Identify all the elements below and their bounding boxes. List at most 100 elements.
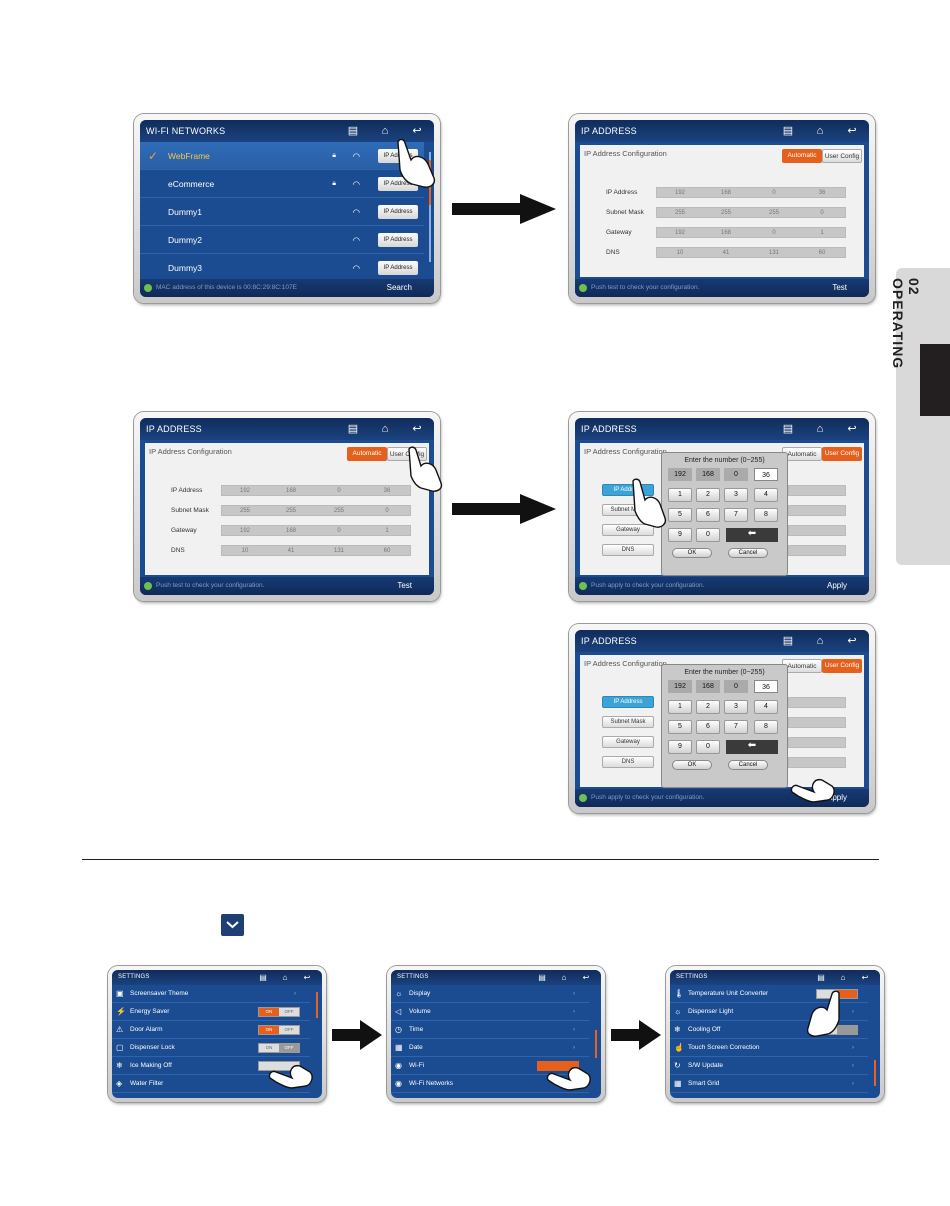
settings-row[interactable]: ☼Display›: [391, 985, 589, 1003]
network-row[interactable]: ✓ WebFrame 🔒︎ ◠ IP Address: [140, 142, 424, 170]
home-icon[interactable]: ⌂: [816, 635, 824, 647]
octet-value[interactable]: 168: [696, 468, 720, 481]
dns-button[interactable]: DNS: [602, 544, 654, 556]
memo-icon[interactable]: ▤: [782, 423, 794, 435]
ip-address-button[interactable]: IP Address: [378, 233, 418, 247]
subnet-mask-field[interactable]: [788, 505, 846, 516]
settings-row[interactable]: ☝Touch Screen Correction›: [670, 1039, 868, 1057]
settings-row[interactable]: ◁Volume›: [391, 1003, 589, 1021]
settings-row[interactable]: ▦Date›: [391, 1039, 589, 1057]
octet-value[interactable]: 192: [668, 680, 692, 693]
back-icon[interactable]: ↩: [847, 423, 857, 435]
settings-row[interactable]: ◷Time›: [391, 1021, 589, 1039]
key-2[interactable]: 2: [696, 488, 720, 502]
key-8[interactable]: 8: [754, 508, 778, 522]
back-icon[interactable]: ↩: [861, 973, 869, 982]
apply-button[interactable]: Apply: [826, 793, 847, 802]
key-0[interactable]: 0: [696, 740, 720, 754]
scrollbar-thumb[interactable]: [874, 1060, 876, 1086]
key-5[interactable]: 5: [668, 720, 692, 734]
octet-value[interactable]: 168: [696, 680, 720, 693]
scrollbar-track[interactable]: [429, 152, 431, 262]
scrollbar-thumb[interactable]: [595, 1030, 597, 1058]
key-5[interactable]: 5: [668, 508, 692, 522]
cancel-button[interactable]: Cancel: [728, 760, 768, 770]
settings-row[interactable]: ▦Smart Grid›: [670, 1075, 868, 1093]
home-icon[interactable]: ⌂: [816, 125, 824, 137]
octet-value[interactable]: 192: [668, 468, 692, 481]
home-icon[interactable]: ⌂: [561, 973, 567, 982]
network-row[interactable]: Dummy1 ◠ IP Address: [140, 198, 424, 226]
key-6[interactable]: 6: [696, 508, 720, 522]
dns-button[interactable]: DNS: [602, 756, 654, 768]
key-1[interactable]: 1: [668, 488, 692, 502]
gateway-button[interactable]: Gateway: [602, 736, 654, 748]
back-icon[interactable]: ↩: [582, 973, 590, 982]
key-4[interactable]: 4: [754, 700, 778, 714]
back-icon[interactable]: ↩: [303, 973, 311, 982]
memo-icon[interactable]: ▤: [259, 973, 267, 982]
ok-button[interactable]: OK: [672, 548, 712, 558]
key-1[interactable]: 1: [668, 700, 692, 714]
memo-icon[interactable]: ▤: [538, 973, 546, 982]
wifi-toggle[interactable]: [537, 1061, 579, 1071]
gateway-field[interactable]: [788, 525, 846, 536]
network-row[interactable]: Dummy3 ◠ IP Address: [140, 254, 424, 282]
user-config-button[interactable]: User Config: [822, 659, 862, 673]
home-icon[interactable]: ⌂: [816, 423, 824, 435]
settings-row[interactable]: ◈Water Filter: [112, 1075, 310, 1093]
scrollbar-thumb[interactable]: [316, 992, 318, 1018]
key-4[interactable]: 4: [754, 488, 778, 502]
back-icon[interactable]: ↩: [847, 125, 857, 137]
octet-value-active[interactable]: 36: [754, 680, 778, 693]
test-button[interactable]: Test: [397, 581, 412, 590]
memo-icon[interactable]: ▤: [347, 423, 359, 435]
key-7[interactable]: 7: [724, 720, 748, 734]
memo-icon[interactable]: ▤: [347, 125, 359, 137]
ip-address-button[interactable]: IP Address: [378, 205, 418, 219]
octet-value[interactable]: 0: [724, 680, 748, 693]
settings-row[interactable]: ☼Dispenser Light›: [670, 1003, 868, 1021]
automatic-button[interactable]: Automatic: [347, 447, 387, 461]
back-icon[interactable]: ↩: [412, 125, 422, 137]
key-9[interactable]: 9: [668, 740, 692, 754]
key-3[interactable]: 3: [724, 488, 748, 502]
user-config-button[interactable]: User Config: [822, 447, 862, 461]
ip-address-field[interactable]: [788, 485, 846, 496]
memo-icon[interactable]: ▤: [782, 125, 794, 137]
gateway-button[interactable]: Gateway: [602, 524, 654, 536]
cancel-button[interactable]: Cancel: [728, 548, 768, 558]
memo-icon[interactable]: ▤: [817, 973, 825, 982]
key-0[interactable]: 0: [696, 528, 720, 542]
subnet-mask-field[interactable]: [788, 717, 846, 728]
user-config-button[interactable]: User Config: [822, 149, 862, 163]
back-icon[interactable]: ↩: [412, 423, 422, 435]
subnet-mask-button[interactable]: Subnet Mask: [602, 716, 654, 728]
settings-row[interactable]: ◉Wi-Fi: [391, 1057, 589, 1075]
key-2[interactable]: 2: [696, 700, 720, 714]
key-3[interactable]: 3: [724, 700, 748, 714]
ip-address-field[interactable]: [788, 697, 846, 708]
dns-field[interactable]: [788, 545, 846, 556]
automatic-button[interactable]: Automatic: [782, 447, 822, 461]
ip-address-button[interactable]: IP Address: [378, 261, 418, 275]
settings-row[interactable]: ▣Screensaver Theme›: [112, 985, 310, 1003]
ip-address-button[interactable]: IP Address: [602, 696, 654, 708]
network-row[interactable]: Dummy2 ◠ IP Address: [140, 226, 424, 254]
home-icon[interactable]: ⌂: [840, 973, 846, 982]
gateway-field[interactable]: [788, 737, 846, 748]
key-7[interactable]: 7: [724, 508, 748, 522]
